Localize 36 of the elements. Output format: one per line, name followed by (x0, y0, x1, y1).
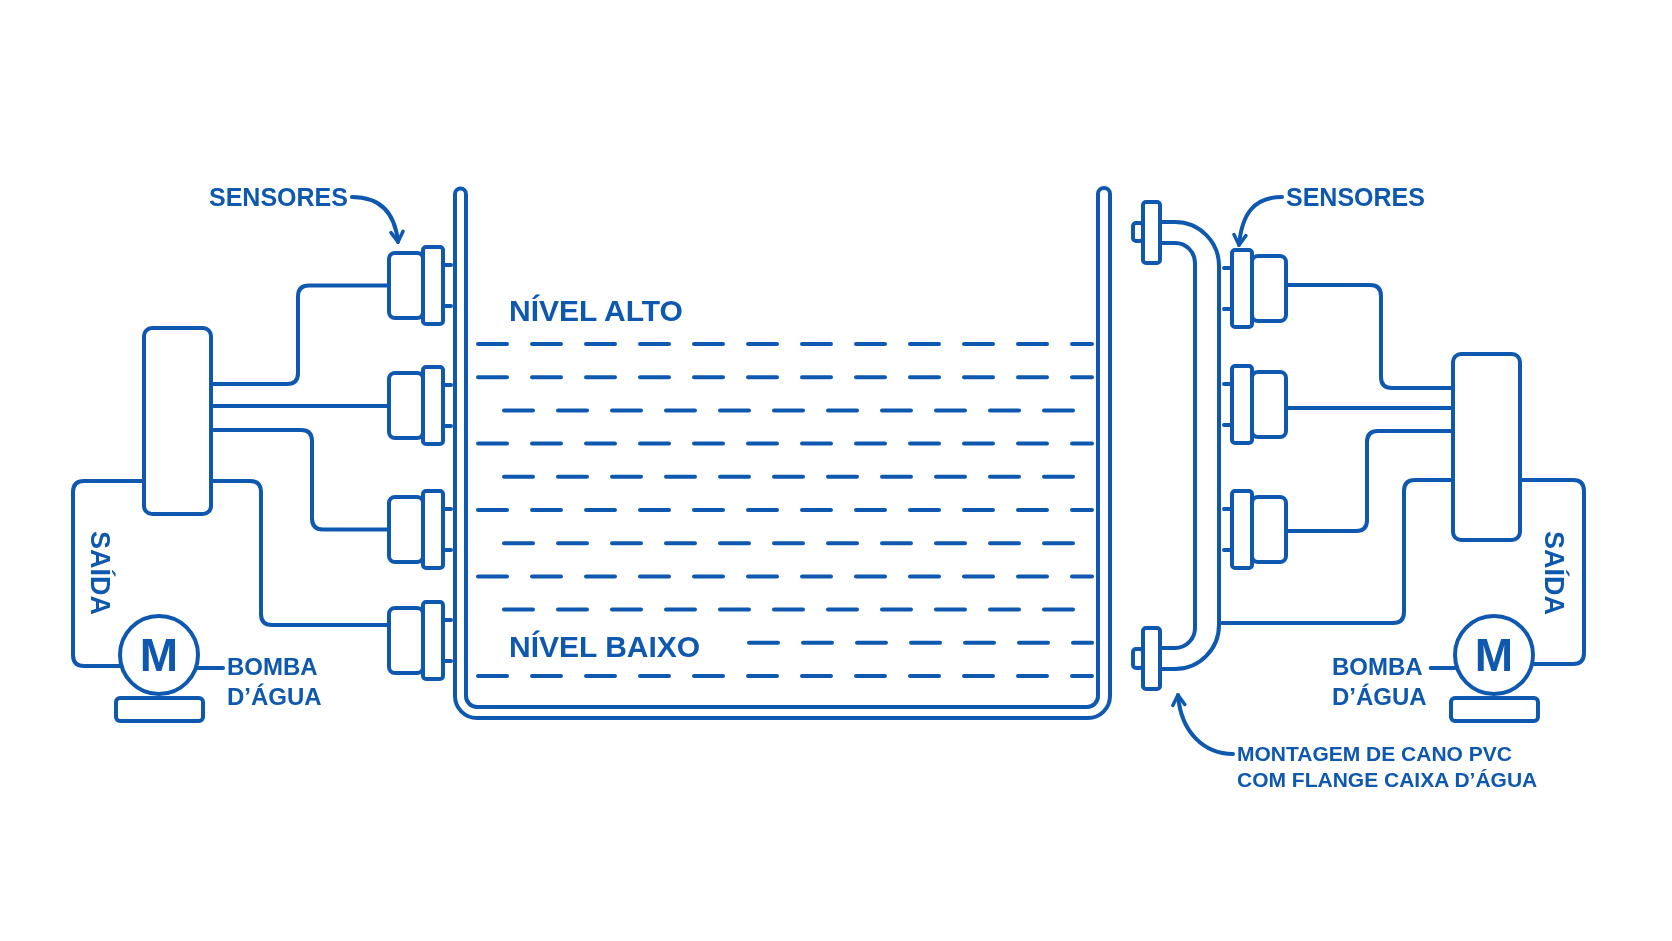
wire (1520, 478, 1586, 666)
level-label: NÍVEL ALTO (509, 294, 683, 328)
wire (1286, 429, 1453, 533)
controller-box (142, 326, 213, 516)
wire (1286, 283, 1453, 390)
wire (211, 428, 389, 532)
callout-label: MONTAGEM DE CANO PVC COM FLANGE CAIXA D’ÁGUA (1237, 741, 1547, 793)
sensor-icon (387, 365, 453, 446)
leader-arrow (1171, 693, 1235, 756)
callout-label: SENSORES (209, 183, 348, 211)
motor-letter: M (139, 632, 179, 678)
sensor-icon (1222, 248, 1288, 329)
motor-letter: M (1474, 632, 1514, 678)
wire (211, 404, 389, 408)
level-label: NÍVEL BAIXO (509, 630, 701, 664)
wire (1286, 406, 1453, 410)
controller-box (1451, 352, 1522, 542)
leader-arrow (349, 195, 405, 244)
pvc-pipe (1131, 199, 1222, 692)
wire (1220, 478, 1453, 625)
leader-line (1428, 666, 1458, 670)
sensor-icon (1222, 489, 1288, 570)
leader-line (195, 666, 225, 670)
callout-label: BOMBA D’ÁGUA (227, 652, 322, 712)
wire (71, 479, 144, 668)
sensor-icon (1222, 364, 1288, 445)
sensor-icon (387, 600, 453, 681)
leader-arrow (1232, 195, 1284, 247)
edge-label: SAÍDA (86, 531, 114, 615)
wire (211, 479, 389, 627)
sensor-icon (387, 245, 453, 326)
callout-label: SENSORES (1286, 183, 1425, 211)
wire (211, 283, 389, 386)
edge-label: SAÍDA (1540, 531, 1568, 615)
callout-label: BOMBA D’ÁGUA (1332, 652, 1427, 712)
sensor-icon (387, 489, 453, 570)
